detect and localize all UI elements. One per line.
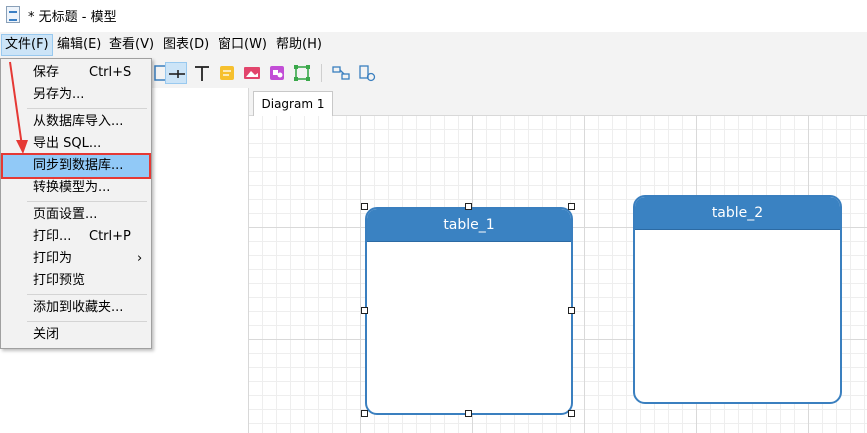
callout-arrow-icon xyxy=(9,61,28,154)
resize-handle[interactable] xyxy=(568,307,575,314)
menu-item-export-sql[interactable]: 导出 SQL... xyxy=(33,136,102,151)
menu-file[interactable]: 文件(F) xyxy=(1,34,53,56)
menu-item-convert-model[interactable]: 转换模型为... xyxy=(33,180,111,195)
panel-divider[interactable] xyxy=(248,88,249,433)
menu-item-save[interactable]: 保存 Ctrl+S xyxy=(3,62,149,84)
shape-tool-icon[interactable] xyxy=(266,62,288,84)
entity-table-1[interactable]: table_1 xyxy=(365,207,573,415)
menu-item-save-as[interactable]: 另存为... xyxy=(33,87,85,102)
menu-item-sync-to-db[interactable]: 同步到数据库... xyxy=(1,153,151,179)
menu-diagram[interactable]: 图表(D) xyxy=(163,37,210,52)
resize-handle[interactable] xyxy=(361,410,368,417)
submenu-arrow-icon: › xyxy=(137,251,143,266)
resize-handle[interactable] xyxy=(568,203,575,210)
tab-diagram-1[interactable]: Diagram 1 xyxy=(253,91,333,116)
entity-table-2[interactable]: table_2 xyxy=(633,195,842,404)
resize-handle[interactable] xyxy=(568,410,575,417)
menu-item-import-from-db[interactable]: 从数据库导入... xyxy=(33,114,124,129)
resize-handle[interactable] xyxy=(465,410,472,417)
diagram-tab-bar: Diagram 1 xyxy=(249,88,867,116)
title-bar: * 无标题 - 模型 xyxy=(0,0,867,30)
shortcut-label: Ctrl+S xyxy=(89,65,132,80)
menu-item-close[interactable]: 关闭 xyxy=(33,327,60,342)
menu-view[interactable]: 查看(V) xyxy=(109,37,155,52)
menu-separator xyxy=(27,294,147,295)
model-settings-icon[interactable] xyxy=(356,62,378,84)
app-icon xyxy=(6,6,20,23)
menu-window[interactable]: 窗口(W) xyxy=(218,37,267,52)
resize-handle[interactable] xyxy=(465,203,472,210)
relation-tool-icon[interactable] xyxy=(165,62,187,84)
resize-handle[interactable] xyxy=(361,307,368,314)
entity-title: table_1 xyxy=(367,209,571,242)
shortcut-label: Ctrl+P xyxy=(89,229,131,244)
window-title: * 无标题 - 模型 xyxy=(28,10,117,25)
menu-item-print[interactable]: 打印... Ctrl+P xyxy=(3,226,149,248)
toolbar-separator xyxy=(321,64,322,82)
menu-bar: 文件(F) 编辑(E) 查看(V) 图表(D) 窗口(W) 帮助(H) xyxy=(0,32,867,58)
zoom-fit-icon[interactable] xyxy=(330,62,352,84)
menu-item-print-as[interactable]: 打印为 › xyxy=(3,248,149,270)
menu-separator xyxy=(27,201,147,202)
menu-item-print-preview[interactable]: 打印预览 xyxy=(33,273,86,288)
entity-title: table_2 xyxy=(635,197,840,230)
note-tool-icon[interactable] xyxy=(216,62,238,84)
layer-tool-icon[interactable] xyxy=(291,62,313,84)
file-menu-dropdown: 保存 Ctrl+S 另存为... 从数据库导入... 导出 SQL... 同步到… xyxy=(0,58,152,349)
diagram-canvas[interactable]: table_1 table_2 xyxy=(249,116,867,433)
menu-item-add-favorite[interactable]: 添加到收藏夹... xyxy=(33,300,124,315)
menu-edit[interactable]: 编辑(E) xyxy=(57,37,102,52)
menu-separator xyxy=(27,108,147,109)
menu-help[interactable]: 帮助(H) xyxy=(276,37,322,52)
resize-handle[interactable] xyxy=(361,203,368,210)
menu-item-page-setup[interactable]: 页面设置... xyxy=(33,207,98,222)
menu-separator xyxy=(27,321,147,322)
text-tool-icon[interactable] xyxy=(191,62,213,84)
image-tool-icon[interactable] xyxy=(241,62,263,84)
